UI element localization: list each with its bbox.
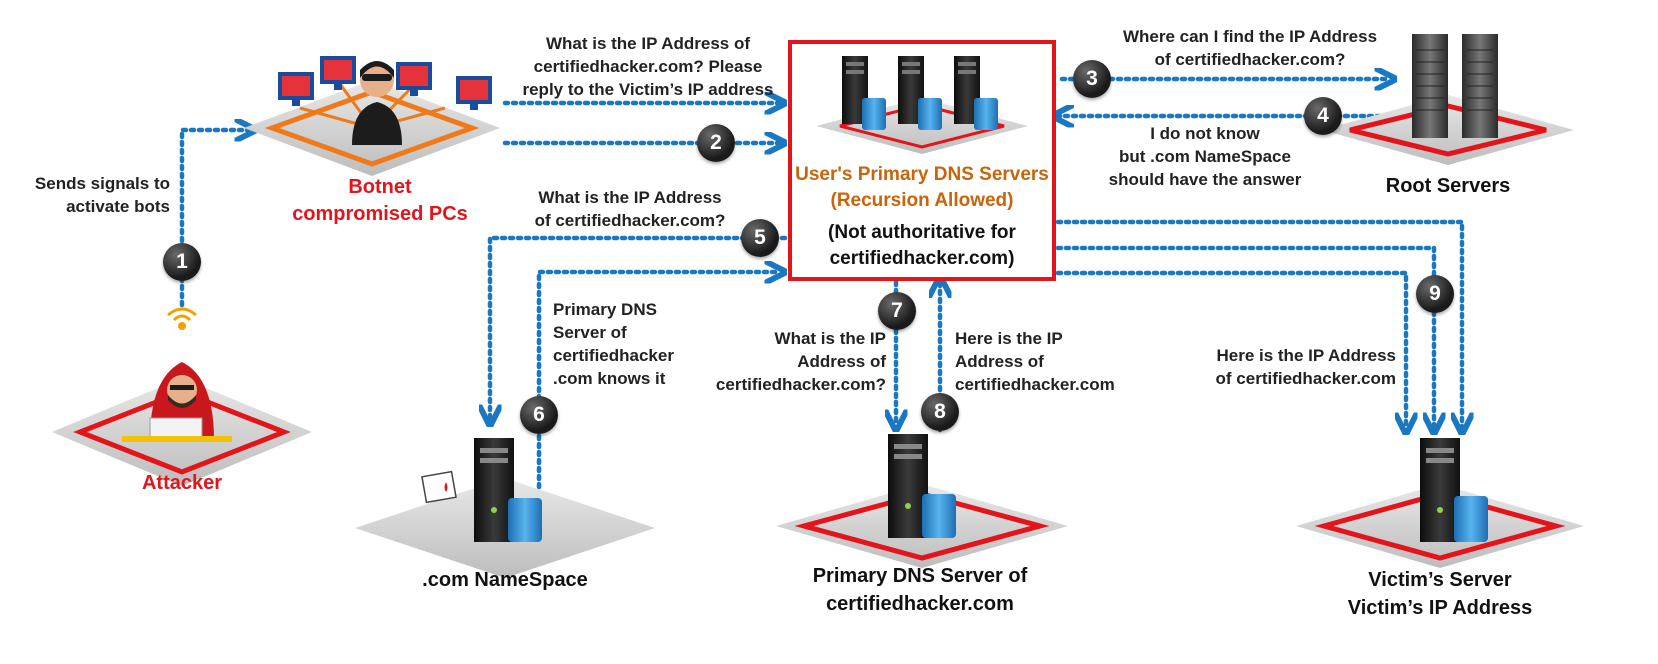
flow-arrows	[179, 79, 1462, 498]
sends-signals-line-2: activate bots	[66, 197, 170, 216]
sends-signals-label: Sends signals to activate bots	[20, 172, 170, 218]
arrow-step-1	[179, 130, 250, 308]
com-reply-line-1: Primary DNS	[553, 300, 657, 319]
arrow-step-9c	[1055, 270, 1406, 428]
botnet-query-label: What is the IP Address of certifiedhacke…	[508, 32, 788, 101]
primary-dns-recursion: (Recursion Allowed)	[830, 190, 1014, 211]
primary-dns-title: User's Primary DNS Servers	[795, 164, 1049, 185]
botnet-label-line-1: Botnet	[348, 176, 412, 198]
arrow-step-5	[490, 235, 788, 420]
root-query-label: Where can I find the IP Address of certi…	[1100, 25, 1400, 71]
botnet-node	[244, 56, 500, 176]
server-icon	[1420, 438, 1460, 542]
primary-dns-label: User's Primary DNS Servers (Recursion Al…	[792, 162, 1052, 272]
step-5-badge: 5	[741, 219, 779, 257]
victim-label-line-1: Victim’s Server	[1368, 569, 1512, 591]
hacker-icon	[352, 61, 402, 145]
primary-dns-note-1: (Not authoritative for	[828, 222, 1016, 243]
victim-label: Victim’s Server Victim’s IP Address	[1330, 566, 1550, 622]
root-reply-line-2: but .com NameSpace	[1119, 147, 1291, 166]
com-namespace-node	[355, 438, 655, 578]
victim-node	[1296, 438, 1584, 568]
step-9-badge: 9	[1416, 275, 1454, 313]
root-servers-label: Root Servers	[1385, 175, 1511, 197]
hacker-icon	[122, 362, 232, 442]
root-servers-node	[1322, 34, 1574, 165]
step-6-badge: 6	[520, 396, 558, 434]
arrow-step-9a	[1055, 219, 1462, 428]
auth-dns-label: Primary DNS Server of certifiedhacker.co…	[790, 562, 1050, 618]
step-1-badge: 1	[163, 243, 201, 281]
root-query-line-1: Where can I find the IP Address	[1122, 27, 1378, 46]
sends-signals-line-1: Sends signals to	[34, 174, 170, 193]
com-reply-line-3: certifiedhacker	[553, 346, 674, 365]
auth-query-line-3: certifiedhacker.com?	[715, 375, 886, 394]
root-reply-label: I do not know but .com NameSpace should …	[1095, 122, 1315, 191]
auth-reply-line-1: Here is the IP	[955, 329, 1063, 348]
root-query-line-2: of certifiedhacker.com?	[1154, 50, 1346, 69]
auth-reply-line-3: certifiedhacker.com	[955, 375, 1115, 394]
victim-label-line-2: Victim’s IP Address	[1347, 597, 1533, 619]
step-8-badge: 8	[921, 393, 959, 431]
botnet-query-line-1: What is the IP Address of	[545, 34, 751, 53]
document-icon	[421, 470, 457, 504]
attacker-label: Attacker	[141, 472, 223, 494]
auth-reply-label: Here is the IP Address of certifiedhacke…	[955, 327, 1155, 396]
auth-query-label: What is the IP Address of certifiedhacke…	[690, 327, 886, 396]
wifi-signal-icon	[167, 307, 197, 330]
server-icon	[888, 434, 928, 538]
auth-query-line-2: Address of	[797, 352, 886, 371]
database-icon	[1454, 496, 1488, 542]
primary-dns-note-2: certifiedhacker.com)	[829, 248, 1015, 269]
com-reply-line-4: .com knows it	[553, 369, 666, 388]
auth-dns-label-line-1: Primary DNS Server of	[812, 565, 1028, 587]
server-icon	[1412, 34, 1498, 138]
botnet-query-line-2: certifiedhacker.com? Please	[533, 57, 763, 76]
step-2-badge: 2	[697, 124, 735, 162]
database-icon	[508, 498, 542, 542]
database-icon	[922, 494, 956, 538]
botnet-pc-icon	[278, 56, 492, 110]
step-3-badge: 3	[1073, 60, 1111, 98]
step-7-badge: 7	[878, 292, 916, 330]
com-query-line-1: What is the IP Address	[538, 188, 722, 207]
com-reply-line-2: Server of	[553, 323, 627, 342]
primary-dns-node	[788, 40, 1056, 281]
botnet-label: Botnet compromised PCs	[280, 174, 480, 228]
botnet-label-line-2: compromised PCs	[292, 203, 468, 225]
com-reply-label: Primary DNS Server of certifiedhacker .c…	[553, 298, 703, 390]
arrow-step-9b	[1055, 245, 1434, 428]
root-reply-line-3: should have the answer	[1108, 170, 1302, 189]
server-icon	[474, 438, 514, 542]
victim-message-line-2: of certifiedhacker.com	[1215, 369, 1396, 388]
com-namespace-label: .com NameSpace	[422, 569, 588, 591]
auth-query-line-1: What is the IP	[774, 329, 886, 348]
victim-message-label: Here is the IP Address of certifiedhacke…	[1176, 344, 1396, 390]
step-4-badge: 4	[1304, 97, 1342, 135]
auth-dns-node	[776, 434, 1068, 568]
attacker-node	[52, 307, 312, 486]
auth-reply-line-2: Address of	[955, 352, 1044, 371]
botnet-query-line-3: reply to the Victim’s IP address	[522, 80, 774, 99]
root-reply-line-1: I do not know	[1150, 124, 1260, 143]
com-query-label: What is the IP Address of certifiedhacke…	[520, 186, 740, 232]
database-icon	[862, 98, 998, 130]
com-query-line-2: of certifiedhacker.com?	[534, 211, 726, 230]
victim-message-line-1: Here is the IP Address	[1216, 346, 1396, 365]
auth-dns-label-line-2: certifiedhacker.com	[826, 593, 1014, 615]
